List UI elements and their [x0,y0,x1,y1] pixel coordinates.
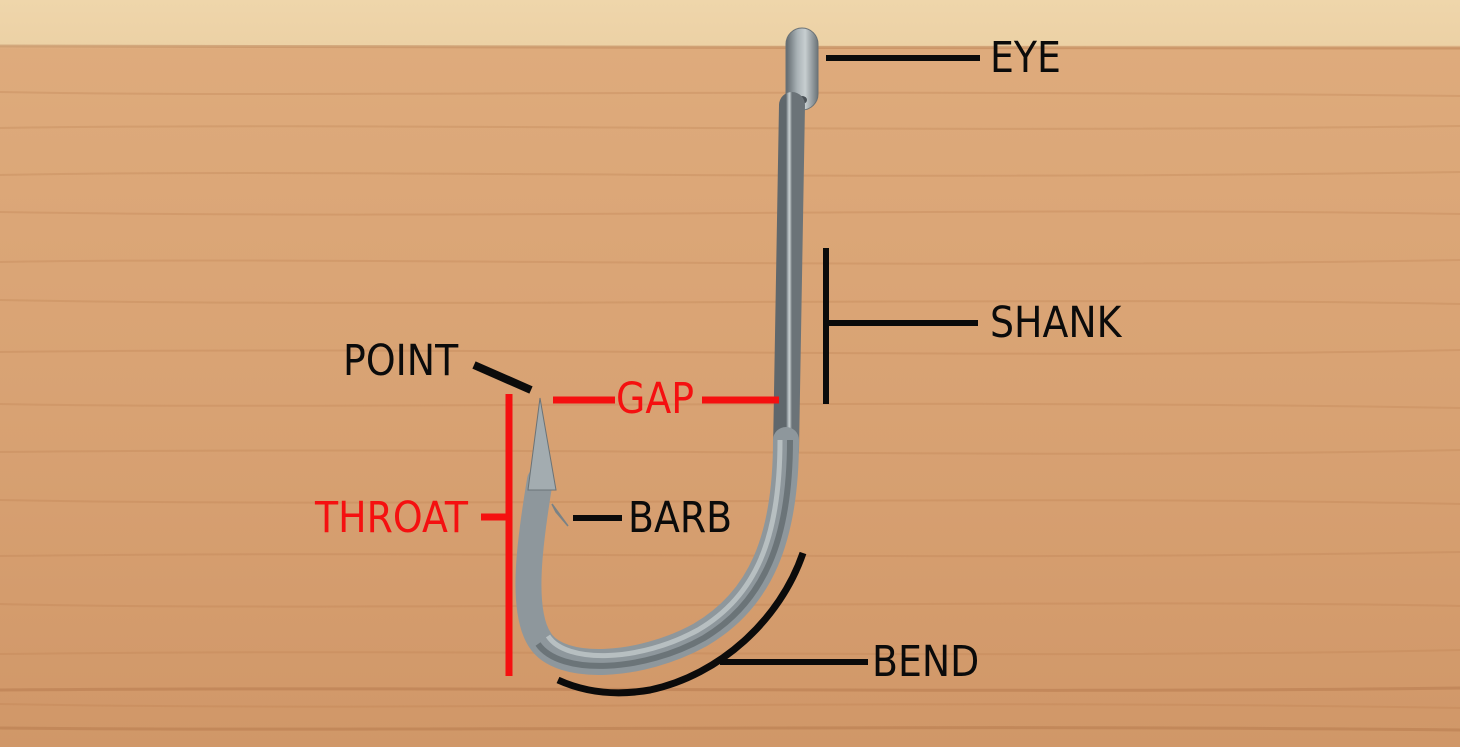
hook-shank [773,92,805,463]
hook-point [527,397,557,491]
label-point: POINT [343,336,459,386]
bend-arc [556,551,807,697]
label-bend: BEND [872,637,980,687]
label-throat: THROAT [315,493,469,543]
label-barb: BARB [628,493,733,543]
hook-barb [551,503,569,527]
annotation-lines-red [481,394,779,676]
wood-grain-dark [0,44,1460,732]
label-eye: EYE [990,33,1061,83]
wood-grain [0,91,1460,709]
hook [515,27,819,675]
label-shank: SHANK [990,298,1122,348]
label-gap: GAP [616,374,695,424]
annotation-lines-black [472,55,980,697]
point-leader [472,361,533,394]
hook-bend [515,427,799,675]
